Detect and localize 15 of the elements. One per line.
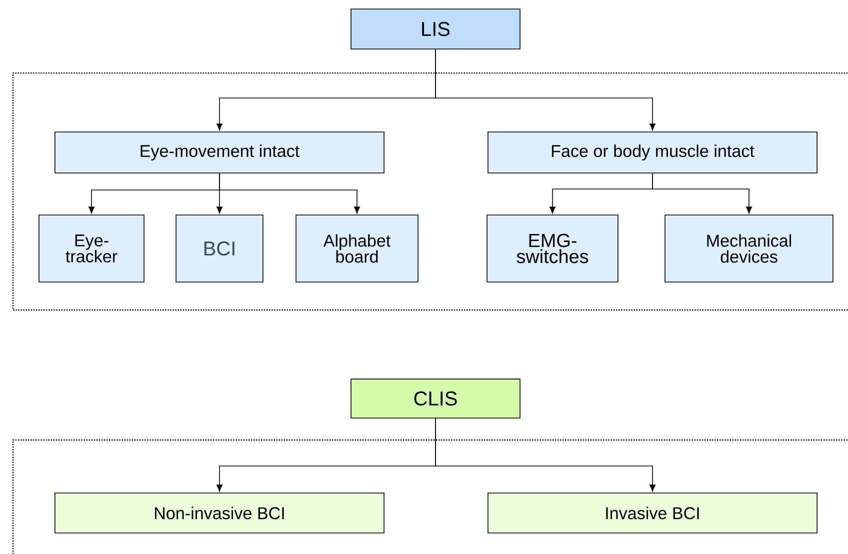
category-box: Invasive BCI [488,492,818,534]
arrow [652,173,752,214]
method-box: Alphabet board [296,214,418,282]
arrow [435,418,656,492]
root-box: LIS [350,8,520,50]
category-box: Face or body muscle intact [488,132,818,174]
arrow [435,49,656,130]
method-box: BCI [176,214,264,282]
arrow [219,173,360,214]
method-box: EMG-switches [486,214,618,282]
root-box: CLIS [350,378,520,418]
category-box: Non-invasive BCI [54,492,384,534]
category-box: Eye-movement intact [54,132,384,174]
method-box: Mechanical devices [664,214,834,282]
method-box: Eye-tracker [38,214,144,282]
